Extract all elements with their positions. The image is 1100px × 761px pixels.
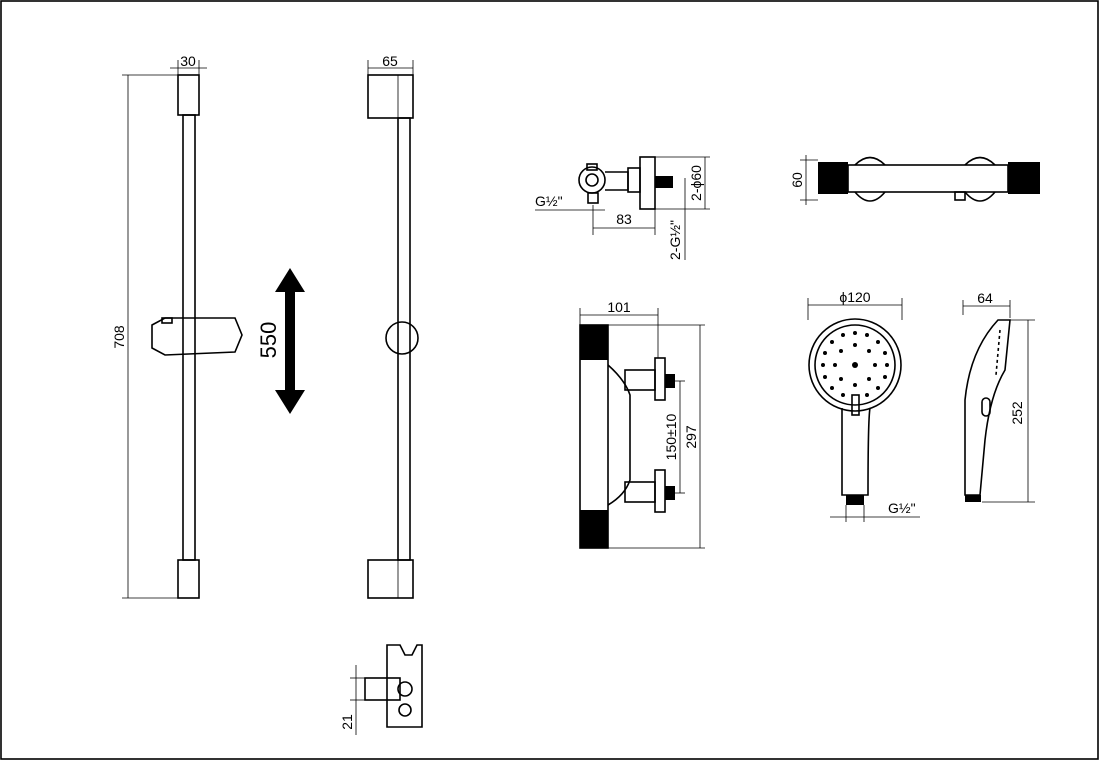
valve-depth-label: 60 bbox=[789, 172, 805, 188]
spray-nozzles bbox=[821, 331, 889, 397]
hand-shower-side-view: 64 252 bbox=[962, 290, 1035, 503]
adjust-range-label: 550 bbox=[256, 322, 281, 359]
rail-width-label: 30 bbox=[180, 53, 196, 69]
thermostat-top-view: 60 bbox=[789, 155, 1040, 205]
adjustment-range-arrow: 550 bbox=[256, 268, 305, 414]
hand-shower-diameter-label: ϕ120 bbox=[839, 289, 870, 305]
valve-inlet-label: G½" bbox=[535, 193, 563, 209]
hand-shower-length-label: 252 bbox=[1009, 401, 1025, 425]
rail-depth-label: 65 bbox=[382, 53, 398, 69]
slide-rail-front-view: 30 708 bbox=[111, 53, 243, 599]
thermostat-front-view: 101 297 150±10 bbox=[579, 299, 705, 549]
hand-shower-depth-label: 64 bbox=[977, 290, 993, 306]
hand-shower-thread-label: G½" bbox=[888, 500, 916, 516]
slide-rail-side-view: 65 bbox=[367, 53, 419, 599]
valve-length-label: 83 bbox=[616, 211, 632, 227]
holder-offset-label: 21 bbox=[339, 714, 355, 730]
valve-projection-label: 101 bbox=[607, 299, 631, 315]
hand-shower-front-view: ϕ120 G½" bbox=[807, 289, 920, 522]
valve-centers-label: 150±10 bbox=[663, 413, 679, 460]
rail-height-label: 708 bbox=[111, 325, 127, 349]
valve-height-label: 297 bbox=[683, 425, 699, 449]
wall-holder-view: 21 bbox=[339, 644, 423, 735]
valve-escutcheon-label: 2-ϕ60 bbox=[688, 165, 704, 201]
thermostat-side-view: G½" 83 2-G½" 2-ϕ60 bbox=[535, 156, 710, 260]
valve-connection-label: 2-G½" bbox=[667, 220, 683, 260]
